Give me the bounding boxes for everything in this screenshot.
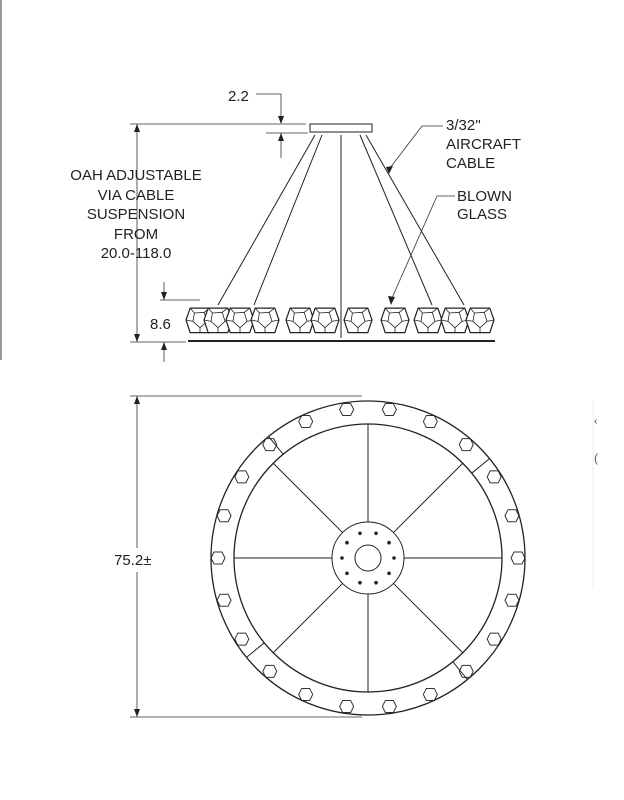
ring-joint [246,642,265,658]
glass-orb-top [339,699,355,713]
hub-fitting [387,540,391,545]
spoke [393,462,464,533]
svg-text:20.0-118.0: 20.0-118.0 [101,245,172,262]
svg-text:VIA CABLE: VIA CABLE [98,187,175,204]
svg-text:FROM: FROM [114,226,158,243]
glass-orb-top [458,438,474,452]
glass-orb-top [339,403,355,417]
hub [331,521,405,595]
hub-fitting [374,531,378,536]
glass-orb-top [422,687,438,701]
orb-facets [440,307,470,333]
glass-orbs [185,307,495,334]
orb-facets [343,307,373,333]
svg-text:‹: ‹ [594,416,597,427]
cable [217,134,316,306]
glass-orb-top [216,509,232,523]
oah-label: OAH ADJUSTABLE VIA CABLE SUSPENSION FROM… [70,167,201,262]
spokes [234,424,502,692]
glass-orb-top [510,551,526,565]
hub-fitting [392,556,396,560]
svg-text:AIRCRAFT: AIRCRAFT [446,136,521,153]
hub-fitting [358,531,362,536]
spoke [272,462,343,533]
svg-text:CABLE: CABLE [446,155,495,172]
canopy [309,123,373,133]
svg-text:OAH ADJUSTABLE: OAH ADJUSTABLE [70,167,201,184]
glass-orb-top [486,470,502,484]
side-view: 2.2 OAH ADJUSTABLE VIA CABLE SUSPENSION … [70,88,521,362]
cable-label: 3/32'' AIRCRAFT CABLE [446,117,521,172]
svg-text:(: ( [594,451,598,465]
glass-orb-top [486,632,502,646]
glass-orb-top [210,551,226,565]
svg-text:GLASS: GLASS [457,206,507,223]
cable-leader [389,125,443,169]
hub-fitting [387,571,391,576]
svg-text:SUSPENSION: SUSPENSION [87,206,185,223]
ring-joint [268,436,284,455]
spoke [272,583,343,654]
orb-facets [225,307,255,333]
ring-joint [452,661,468,680]
cable [253,134,323,306]
cable [359,134,433,306]
orb-facets [380,307,410,333]
glass-orb-top [381,699,397,713]
outer-ring [210,400,526,716]
orb-facets [310,307,340,333]
orb-facets [465,307,495,333]
cable [365,134,465,306]
glass-orb-top [216,593,232,607]
hub-fitting [345,540,349,545]
glass-leader [391,195,455,299]
svg-text:3/32'': 3/32'' [446,117,481,134]
glass-orb-top [298,687,314,701]
glass-orb-top [298,415,314,429]
glass-orb-top [504,593,520,607]
glass-orb-top [422,415,438,429]
cables [217,134,465,338]
glass-orb-top [381,403,397,417]
hub-fitting [374,580,378,585]
orb-facets [250,307,280,333]
svg-text:BLOWN: BLOWN [457,188,512,205]
orb-facets [285,307,315,333]
hub-fitting [345,571,349,576]
hub-fitting [340,556,344,560]
spoke [393,583,464,654]
top-glass-orbs [210,403,526,713]
top-view: 75.2± ‹ ( [114,395,598,718]
dim-leader [256,93,282,123]
diameter-label: 75.2± [114,552,151,569]
hub-fitting [358,580,362,585]
glass-orb-top [504,509,520,523]
canopy-height-label: 2.2 [228,88,249,105]
orb-facets [413,307,443,333]
ring-height-label: 8.6 [150,316,171,333]
glass-label: BLOWN GLASS [457,188,512,223]
ring-joint [471,458,490,474]
hub-center [354,544,382,572]
